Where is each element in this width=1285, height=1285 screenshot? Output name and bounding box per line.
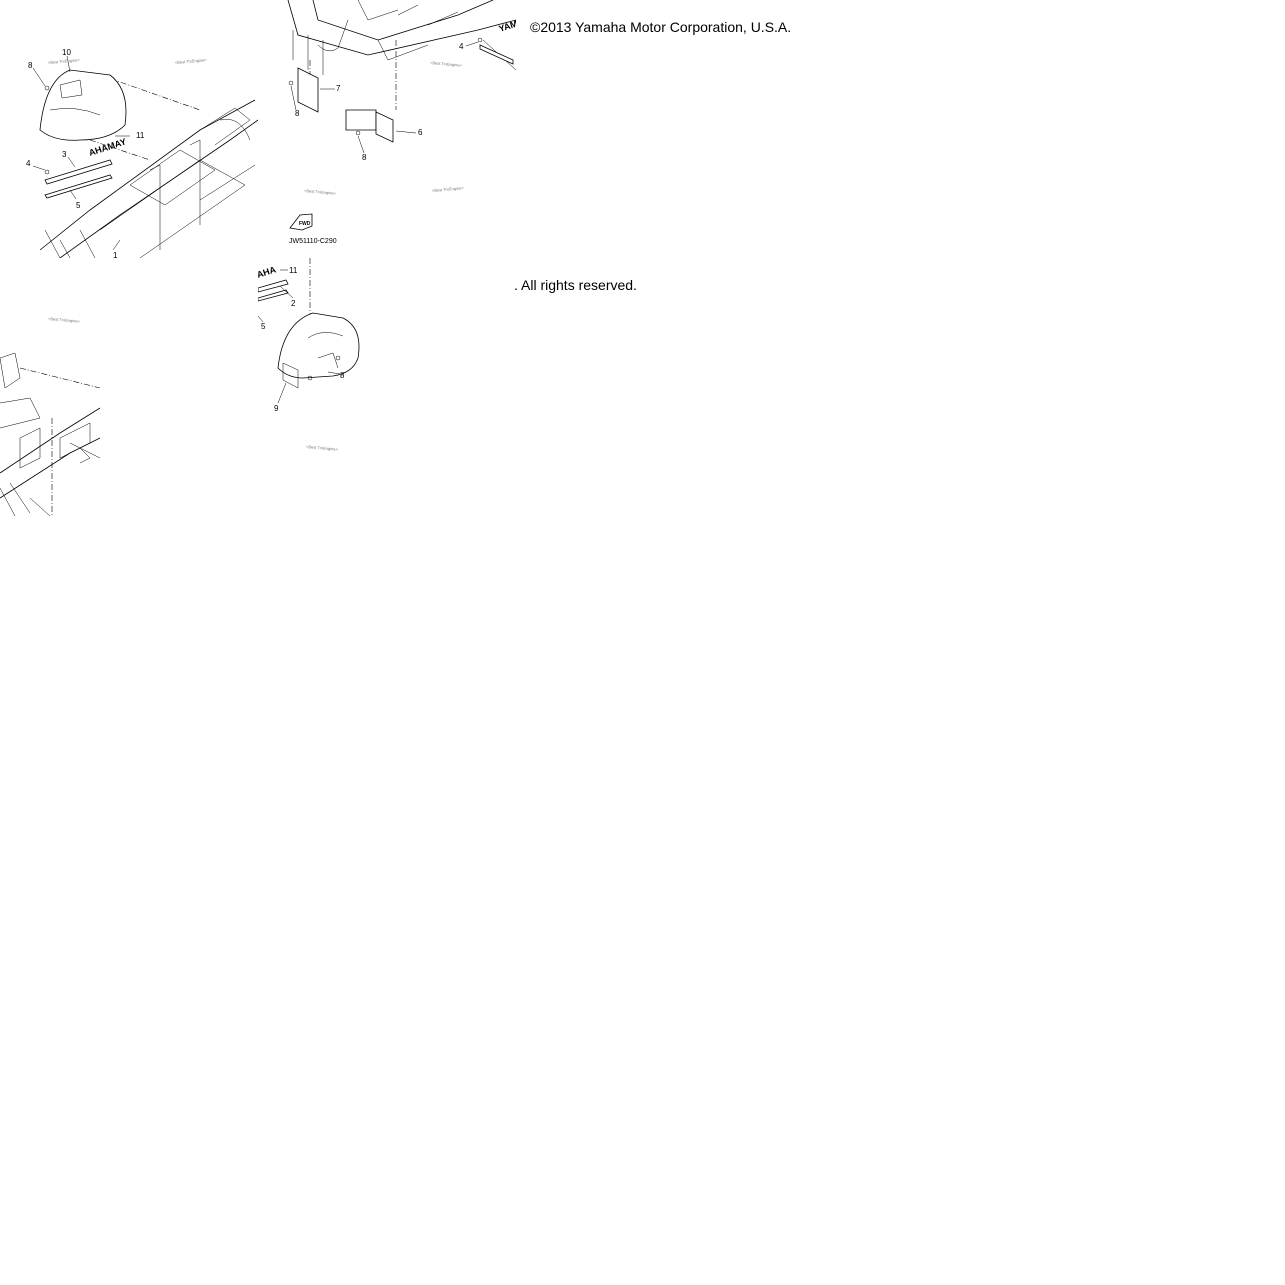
watermark: <Best TrxEngine> xyxy=(175,57,208,65)
callout-10: 10 xyxy=(62,48,71,57)
decal-text-left: AHAMAY xyxy=(88,136,128,157)
callout-9: 9 xyxy=(274,404,279,413)
decal-text-right: YAM xyxy=(498,18,516,33)
watermark: <Best TrxEngine> xyxy=(304,188,337,196)
watermark: <Best TrxEngine> xyxy=(48,57,81,65)
callout-8: 8 xyxy=(362,153,367,162)
frame-detail-drawing: <Best TrxEngine> xyxy=(0,316,101,516)
watermark: <Best TrxEngine> xyxy=(432,185,465,193)
callout-8: 8 xyxy=(340,371,345,380)
watermark: <Best TrxEngine> xyxy=(48,316,81,324)
callout-3: 3 xyxy=(62,150,67,159)
callout-2: 2 xyxy=(291,299,296,308)
copyright-notice: ©2013 Yamaha Motor Corporation, U.S.A. xyxy=(530,19,792,35)
decal-text-bottom: AHA xyxy=(258,264,278,280)
callout-1: 1 xyxy=(113,251,118,258)
callout-8: 8 xyxy=(295,109,300,118)
callout-11: 11 xyxy=(289,266,298,275)
rear-flaps-drawing: YAM FWD JW51110-C290 4 7 8 6 8 <Best Trx… xyxy=(287,0,516,245)
fwd-arrow-icon: FWD xyxy=(289,213,313,231)
callout-11: 11 xyxy=(136,131,145,140)
watermark: <Best TrxEngine> xyxy=(306,444,339,452)
diagram-tile-rear-fender: AHA 11 2 5 8 9 <Best TrxEngine> xyxy=(258,258,516,516)
callout-4: 4 xyxy=(26,159,31,168)
rights-notice: . All rights reserved. xyxy=(514,277,637,293)
callout-5: 5 xyxy=(76,201,81,210)
diagram-code: JW51110-C290 xyxy=(289,238,337,245)
diagram-tile-frame-detail: <Best TrxEngine> xyxy=(0,258,258,516)
callout-5: 5 xyxy=(261,322,266,331)
watermark: <Best TrxEngine> xyxy=(430,60,463,68)
callout-4: 4 xyxy=(459,42,464,51)
fwd-label: FWD xyxy=(299,221,311,227)
callout-8: 8 xyxy=(28,61,33,70)
front-fender-drawing: AHAMAY 10 8 11 3 4 5 1 <Best TrxEngine> … xyxy=(26,48,258,258)
diagram-tile-rear-flaps: YAM FWD JW51110-C290 4 7 8 6 8 <Best Trx… xyxy=(258,0,516,258)
callout-6: 6 xyxy=(418,128,423,137)
diagram-tile-front-fender: AHAMAY 10 8 11 3 4 5 1 <Best TrxEngine> … xyxy=(0,0,258,258)
callout-7: 7 xyxy=(336,84,341,93)
rear-fender-drawing: AHA 11 2 5 8 9 <Best TrxEngine> xyxy=(258,258,360,452)
